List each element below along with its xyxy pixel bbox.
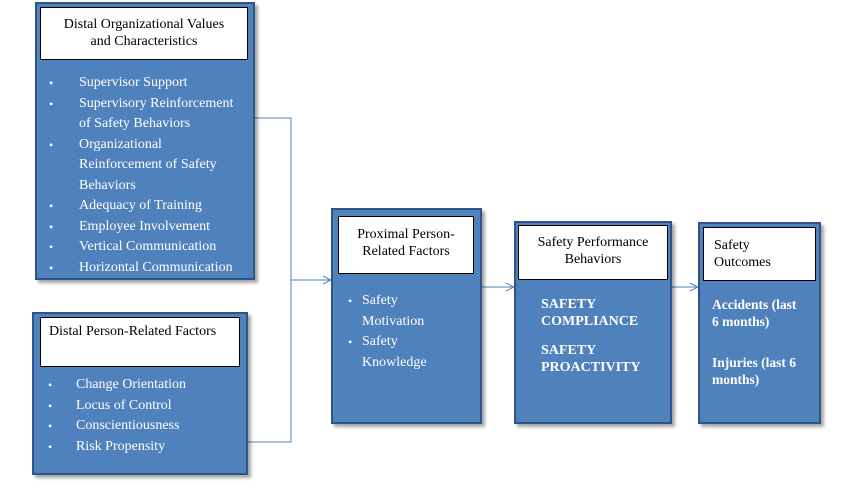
item-line: PROACTIVITY — [541, 360, 641, 375]
list-item: • Organizational Reinforcement of Safety… — [49, 135, 254, 197]
bullet-icon: • — [49, 96, 54, 111]
safety-compliance-label: SAFETY COMPLIANCE — [541, 296, 638, 330]
outcomes-box: Safety Outcomes Accidents (last 6 months… — [698, 222, 821, 424]
connector-distal-person — [248, 280, 292, 443]
bullet-icon: • — [48, 419, 53, 433]
distal-org-box: Distal Organizational Values and Charact… — [35, 2, 255, 280]
performance-box: Safety Performance Behaviors SAFETY COMP… — [514, 221, 672, 424]
list-item: • Risk Propensity — [48, 437, 243, 458]
outcomes-title: Safety Outcomes — [703, 227, 816, 281]
list-item: • Employee Involvement — [49, 217, 254, 238]
bullet-icon: • — [48, 439, 53, 454]
item-line: Motivation — [362, 313, 425, 329]
distal-org-title-line1: Distal Organizational Values — [63, 17, 225, 32]
list-item: • Conscientiousness — [48, 416, 243, 437]
bullet-icon: • — [348, 335, 353, 349]
item-line: Risk Propensity — [76, 438, 166, 454]
bullet-icon: • — [48, 398, 53, 413]
item-line: Safety — [362, 293, 398, 308]
bullet-icon: • — [49, 240, 54, 254]
bullet-icon: • — [49, 199, 54, 213]
list-item: • Horizontal Communication — [49, 258, 254, 279]
item-line: Accidents (last — [712, 297, 797, 312]
proximal-title: Proximal Person- Related Factors — [338, 216, 474, 274]
bullet-icon: • — [49, 260, 54, 275]
item-line: Locus of Control — [76, 397, 172, 413]
bullet-icon: • — [348, 294, 353, 308]
item-line: SAFETY — [541, 297, 597, 312]
item-line: Behaviors — [79, 177, 136, 193]
distal-org-title-line2: and Characteristics — [90, 34, 198, 49]
item-line: Knowledge — [362, 354, 427, 370]
item-line: 6 months) — [712, 314, 770, 329]
item-line: Horizontal Communication — [79, 259, 233, 275]
performance-title: Safety Performance Behaviors — [518, 225, 668, 280]
item-line: Change Orientation — [76, 377, 187, 392]
distal-org-title: Distal Organizational Values and Charact… — [40, 7, 248, 60]
list-item: • Vertical Communication — [49, 237, 254, 258]
list-item: • Safety Knowledge — [348, 332, 473, 373]
bullet-icon: • — [48, 378, 53, 392]
item-line: Injuries (last 6 — [712, 355, 796, 370]
list-item: • Adequacy of Training — [49, 196, 254, 217]
item-line: Vertical Communication — [79, 239, 217, 254]
connector-distal-org — [255, 117, 292, 280]
bullet-icon: • — [49, 137, 54, 152]
item-line: months) — [712, 372, 760, 387]
list-item: • Supervisor Support — [49, 73, 254, 94]
item-line: Reinforcement of Safety — [79, 157, 217, 172]
list-item: • Change Orientation — [48, 375, 243, 396]
item-line: SAFETY — [541, 343, 597, 358]
injuries-label: Injuries (last 6 months) — [712, 354, 796, 388]
proximal-title-line1: Proximal Person- — [357, 227, 455, 242]
item-line: Employee Involvement — [79, 218, 211, 234]
distal-person-title: Distal Person-Related Factors — [40, 317, 240, 367]
proximal-list: • Safety Motivation • Safety Knowledge — [348, 291, 473, 373]
item-line: Supervisor Support — [79, 75, 188, 90]
proximal-box: Proximal Person- Related Factors • Safet… — [331, 208, 482, 424]
item-line: Adequacy of Training — [79, 198, 202, 213]
item-line: of Safety Behaviors — [79, 116, 191, 131]
list-item: • Safety Motivation — [348, 291, 473, 332]
item-line: Safety — [362, 334, 398, 349]
list-item: • Locus of Control — [48, 396, 243, 417]
distal-person-box: Distal Person-Related Factors • Change O… — [32, 312, 248, 475]
accidents-label: Accidents (last 6 months) — [712, 296, 796, 330]
list-item: • Supervisory Reinforcement of Safety Be… — [49, 94, 254, 135]
bullet-icon: • — [49, 219, 54, 234]
item-line: Conscientiousness — [76, 418, 180, 433]
distal-person-list: • Change Orientation • Locus of Control … — [48, 375, 243, 457]
distal-org-list: • Supervisor Support • Supervisory Reinf… — [49, 73, 254, 278]
item-line: Supervisory Reinforcement — [79, 95, 234, 111]
safety-proactivity-label: SAFETY PROACTIVITY — [541, 342, 641, 376]
item-line: Organizational — [79, 136, 162, 152]
proximal-title-line2: Related Factors — [362, 244, 450, 259]
outcomes-title-line1: Safety — [714, 238, 750, 253]
outcomes-title-line2: Outcomes — [714, 255, 771, 270]
performance-title-line2: Behaviors — [564, 252, 622, 267]
performance-title-line1: Safety Performance — [537, 235, 649, 250]
item-line: COMPLIANCE — [541, 314, 639, 329]
distal-person-title-text: Distal Person-Related Factors — [49, 324, 217, 339]
bullet-icon: • — [49, 76, 54, 90]
